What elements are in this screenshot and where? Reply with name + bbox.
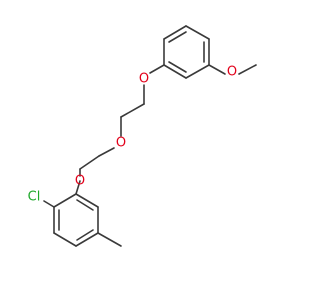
bond xyxy=(185,25,210,40)
atom-labels: O O O O Cl xyxy=(28,65,237,205)
bond xyxy=(75,180,81,195)
bond xyxy=(53,232,77,247)
molecule-diagram: O O O O Cl xyxy=(27,25,257,247)
bond xyxy=(98,147,115,157)
bond xyxy=(97,232,122,247)
structure-canvas: O O O O Cl xyxy=(28,25,257,247)
bond xyxy=(185,64,210,79)
oxygen-atom-label: O xyxy=(75,174,85,189)
oxygen-atom-label: O xyxy=(139,72,149,87)
bond-double xyxy=(168,31,187,43)
bond xyxy=(208,64,226,75)
bond xyxy=(163,25,187,40)
bond xyxy=(120,103,145,118)
bond xyxy=(75,193,99,208)
bond xyxy=(238,64,257,75)
chlorine-atom-label: Cl xyxy=(28,190,41,205)
bond xyxy=(149,64,165,74)
bond-double xyxy=(76,229,94,241)
bond xyxy=(53,193,77,208)
oxygen-atom-label: O xyxy=(116,136,126,151)
bond-double xyxy=(76,199,94,211)
bond xyxy=(163,64,187,79)
bond xyxy=(79,155,100,170)
bonds xyxy=(43,25,257,247)
oxygen-atom-label: O xyxy=(227,65,237,80)
bond xyxy=(75,232,99,247)
bond xyxy=(43,200,55,208)
bond-double xyxy=(168,61,187,73)
